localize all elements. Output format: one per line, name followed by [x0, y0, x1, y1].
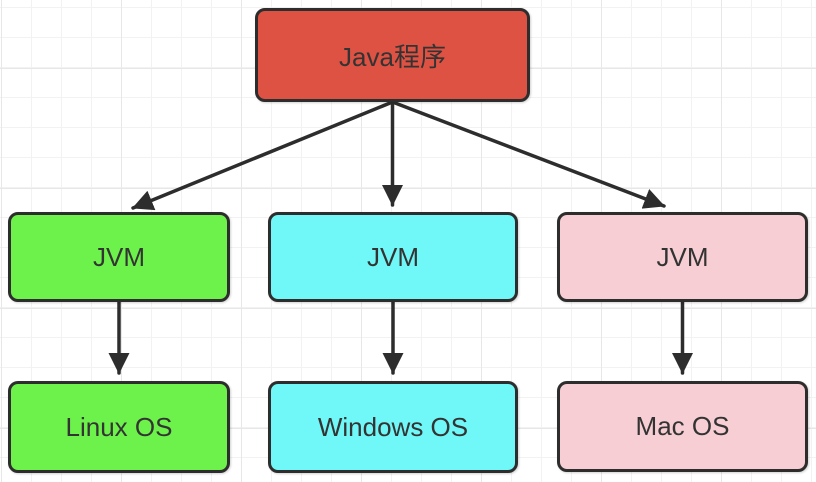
arrow-java-to-jvm-mac	[390, 100, 666, 209]
arrow-java-to-jvm-linux	[131, 100, 395, 211]
node-jvm-mac: JVM	[557, 212, 808, 302]
node-windows-os: Windows OS	[268, 381, 518, 473]
node-jvm-windows-label: JVM	[367, 241, 419, 272]
node-mac-os: Mac OS	[557, 381, 808, 472]
node-mac-os-label: Mac OS	[635, 411, 730, 441]
node-jvm-linux-label: JVM	[93, 241, 145, 272]
node-java-program-label: Java程序	[339, 41, 446, 72]
node-linux-os-label: Linux OS	[65, 411, 173, 442]
node-linux-os: Linux OS	[8, 381, 230, 473]
node-windows-os-label: Windows OS	[317, 411, 469, 442]
node-jvm-windows: JVM	[268, 212, 518, 302]
node-java-program: Java程序	[255, 8, 530, 102]
node-jvm-mac-label: JVM	[656, 241, 709, 272]
node-jvm-linux: JVM	[8, 212, 230, 302]
